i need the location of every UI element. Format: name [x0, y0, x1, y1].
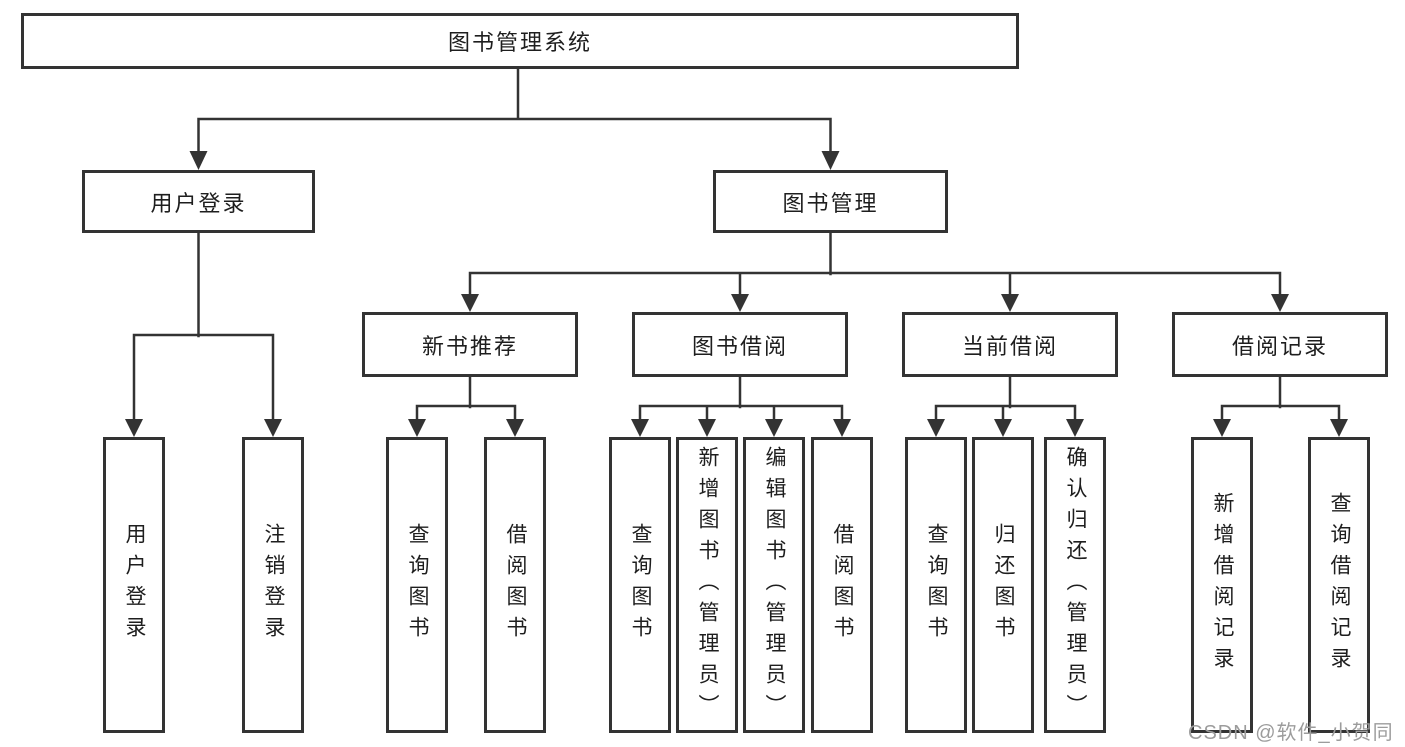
leaf-query-books-borrow: 查询图书: [609, 437, 671, 733]
arrow-down-icon: [1213, 419, 1231, 437]
leaf-query-books-current: 查询图书: [905, 437, 967, 733]
arrow-down-icon: [994, 419, 1012, 437]
group-leaf-connectors: [408, 375, 1348, 437]
node-new-book-recommend: 新书推荐: [362, 312, 578, 377]
node-root: 图书管理系统: [21, 13, 1019, 69]
connector-line: [415, 375, 1341, 422]
leaf-logout: 注销登录: [242, 437, 304, 733]
arrow-down-icon: [821, 151, 840, 170]
leaf-add-borrow-record: 新增借阅记录: [1191, 437, 1253, 733]
leaf-borrow-books-recommend: 借阅图书: [484, 437, 546, 733]
user-login-connector: [125, 231, 282, 437]
leaf-confirm-return-admin: 确认归还（管理员）: [1044, 437, 1106, 733]
arrow-down-icon: [1330, 419, 1348, 437]
arrow-down-icon: [833, 419, 851, 437]
leaf-query-books-recommend: 查询图书: [386, 437, 448, 733]
node-book-borrow: 图书借阅: [632, 312, 848, 377]
arrow-down-icon: [698, 419, 716, 437]
watermark: CSDN @软件_小贺同学: [1188, 722, 1394, 744]
arrow-down-icon: [408, 419, 426, 437]
arrow-down-icon: [506, 419, 524, 437]
leaf-add-book-admin: 新增图书（管理员）: [676, 437, 738, 733]
leaf-edit-book-admin: 编辑图书（管理员）: [743, 437, 805, 733]
arrow-down-icon: [264, 419, 282, 437]
connector-line: [197, 66, 832, 154]
arrow-down-icon: [631, 419, 649, 437]
book-management-connector: [461, 231, 1289, 312]
node-book-management: 图书管理: [713, 170, 948, 233]
arrow-down-icon: [1271, 294, 1289, 312]
leaf-borrow-books: 借阅图书: [811, 437, 873, 733]
arrow-down-icon: [461, 294, 479, 312]
leaf-query-borrow-record: 查询借阅记录: [1308, 437, 1370, 733]
connector-line: [468, 231, 1282, 297]
arrow-down-icon: [731, 294, 749, 312]
leaf-return-book: 归还图书: [972, 437, 1034, 733]
arrow-down-icon: [125, 419, 143, 437]
node-current-borrow: 当前借阅: [902, 312, 1118, 377]
arrow-down-icon: [1001, 294, 1019, 312]
arrow-down-icon: [765, 419, 783, 437]
arrow-down-icon: [189, 151, 208, 170]
leaf-user-login: 用户登录: [103, 437, 165, 733]
root-connector: [189, 66, 840, 170]
node-borrow-records: 借阅记录: [1172, 312, 1388, 377]
connector-line: [132, 231, 275, 422]
arrow-down-icon: [927, 419, 945, 437]
arrow-down-icon: [1066, 419, 1084, 437]
node-user-login: 用户登录: [82, 170, 315, 233]
